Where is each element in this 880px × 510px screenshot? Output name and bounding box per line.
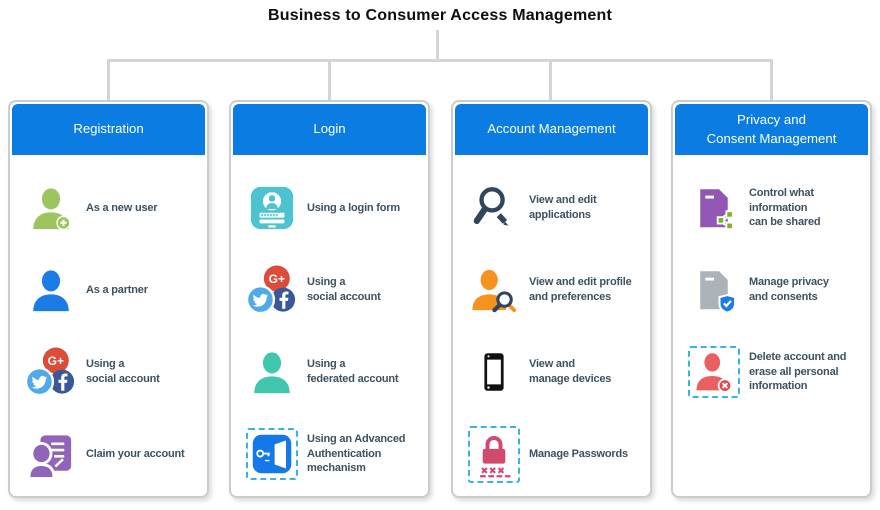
item-delete-account: Delete account and erase all personal in…: [673, 331, 870, 413]
item-view-manage-devices: View and manage devices: [453, 331, 650, 413]
card-privacy-consent: Privacy and Consent Management Control w…: [671, 100, 872, 498]
column-header-registration: Registration: [12, 104, 205, 155]
item-label: Using an Advanced Authentication mechani…: [307, 433, 406, 475]
card-registration: Registration As a new user: [8, 100, 209, 498]
column-header-login: Login: [233, 104, 426, 155]
connector-drop-login: [328, 59, 331, 102]
item-label: View and edit profile and preferences: [529, 276, 632, 303]
item-control-shared-information: Control what information can be shared: [673, 167, 870, 249]
item-label: Manage privacy and consents: [749, 276, 829, 303]
delete-user-icon: [696, 353, 733, 393]
svg-text:G+: G+: [48, 354, 64, 368]
password-lock-icon: [480, 435, 511, 477]
item-view-edit-profile: View and edit profile and preferences: [453, 249, 650, 331]
share-document-icon: [700, 189, 734, 230]
svg-text:G+: G+: [269, 272, 285, 286]
smartphone-icon: [484, 353, 504, 391]
item-social-account: G+ Using a social account: [231, 249, 428, 331]
item-label: View and manage devices: [529, 358, 612, 385]
highlight-dashed-border: [688, 346, 740, 398]
item-label: Manage Passwords: [529, 447, 628, 460]
item-manage-privacy-consents: Manage privacy and consents: [673, 249, 870, 331]
item-label: Using a federated account: [307, 358, 399, 385]
item-as-new-user: As a new user: [10, 167, 207, 249]
privacy-document-icon: [700, 271, 736, 313]
item-label: Claim your account: [86, 447, 185, 460]
item-federated-account: Using a federated account: [231, 331, 428, 413]
item-label: Delete account and erase all personal in…: [749, 351, 847, 393]
user-icon: [33, 270, 69, 312]
highlight-dashed-border: [468, 425, 520, 483]
google-plus-icon: [263, 265, 290, 292]
column-header-account-management: Account Management: [455, 104, 648, 155]
item-label: As a new user: [86, 201, 158, 214]
column-header-privacy-consent: Privacy and Consent Management: [675, 104, 868, 155]
item-claim-account: Claim your account: [10, 413, 207, 495]
item-label: Using a social account: [307, 276, 381, 303]
highlight-dashed-border: [246, 428, 298, 480]
item-login-form: Using a login form: [231, 167, 428, 249]
login-form-icon: [250, 186, 294, 230]
item-label: View and edit applications: [529, 194, 597, 221]
connector-horizontal: [107, 59, 773, 62]
item-social-account: G+ Using a social account: [10, 331, 207, 413]
google-plus-icon: [42, 347, 69, 374]
social-accounts-icon: G+: [247, 265, 296, 315]
item-manage-passwords: Manage Passwords: [453, 413, 650, 495]
connector-drop-account-management: [549, 59, 552, 102]
item-label: Using a social account: [86, 358, 160, 385]
item-as-partner: As a partner: [10, 249, 207, 331]
profile-search-icon: [472, 269, 517, 313]
item-label: Control what information can be shared: [749, 187, 821, 229]
item-view-edit-applications: View and edit applications: [453, 167, 650, 249]
item-label: As a partner: [86, 283, 148, 296]
item-advanced-authentication: Using an Advanced Authentication mechani…: [231, 413, 428, 495]
item-label: Using a login form: [307, 201, 400, 214]
user-add-icon: [33, 188, 71, 231]
connector-drop-privacy: [770, 59, 773, 102]
connector-stem: [436, 30, 439, 61]
card-account-management: Account Management View and edit applica…: [451, 100, 652, 498]
claim-account-icon: [27, 435, 72, 477]
search-edit-icon: [473, 187, 509, 226]
advanced-auth-icon: [252, 434, 292, 474]
federated-user-icon: [254, 352, 290, 394]
page-title: Business to Consumer Access Management: [268, 7, 612, 24]
social-accounts-icon: G+: [26, 347, 75, 397]
connector-drop-registration: [107, 59, 110, 102]
card-login: Login: [229, 100, 430, 498]
